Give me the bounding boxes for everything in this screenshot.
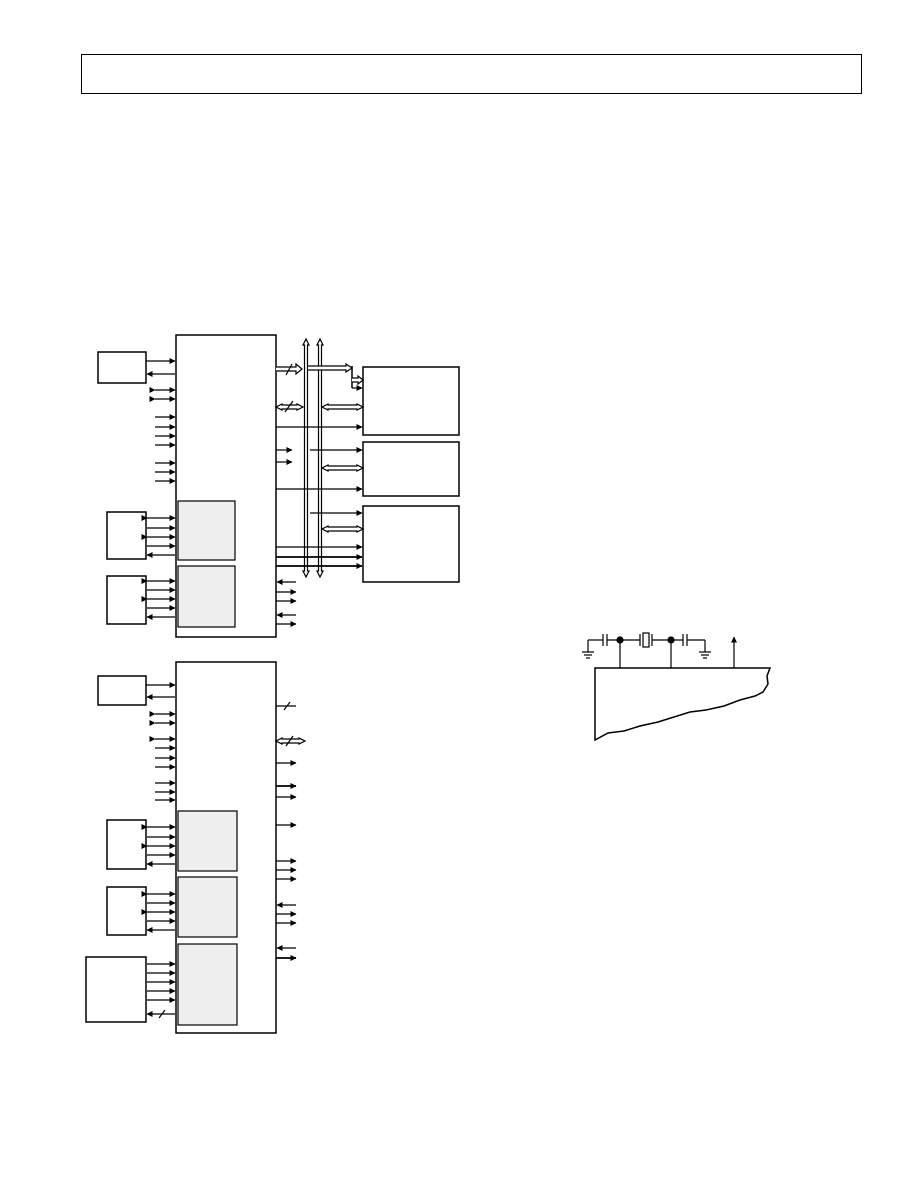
upper-right-memory-1 (362, 366, 460, 436)
lower-system-diagram (85, 661, 307, 1034)
lower-peripheral-block-1 (177, 810, 238, 872)
lower-left-device-4 (85, 956, 147, 1023)
lower-right-signals (274, 701, 307, 961)
upper-bus-bi-1 (274, 403, 305, 411)
upper-device-3-signals (141, 578, 176, 620)
lower-left-signals (149, 711, 176, 803)
lower-peripheral-block-3 (177, 943, 238, 1026)
upper-main-processor-block (175, 334, 277, 638)
upper-right-memory-2 (362, 441, 460, 497)
lower-left-device-2 (106, 819, 147, 870)
upper-device-2-signals (141, 515, 176, 558)
upper-left-device-1 (97, 351, 147, 384)
lower-device-4-signals (146, 961, 176, 1019)
lower-device-3-signals (141, 891, 176, 933)
lower-peripheral-block-2 (177, 876, 238, 938)
lower-left-device-1 (97, 675, 147, 706)
upper-system-diagram (97, 334, 460, 638)
upper-peripheral-block-2 (177, 565, 236, 628)
lower-main-processor-block (175, 661, 277, 1034)
lower-device-2-signals (141, 824, 176, 867)
upper-peripheral-block-1 (177, 500, 236, 561)
upper-right-memory-3 (362, 505, 460, 583)
lower-left-device-3 (106, 886, 147, 936)
upper-left-device-2 (106, 511, 147, 560)
upper-left-signals (149, 387, 176, 484)
upper-address-bus (302, 337, 310, 579)
page-header-box (81, 54, 862, 94)
chip-outline (594, 667, 772, 742)
crystal-oscillator-diagram (582, 632, 772, 742)
upper-data-bus (316, 337, 324, 579)
upper-left-device-3 (106, 575, 147, 625)
